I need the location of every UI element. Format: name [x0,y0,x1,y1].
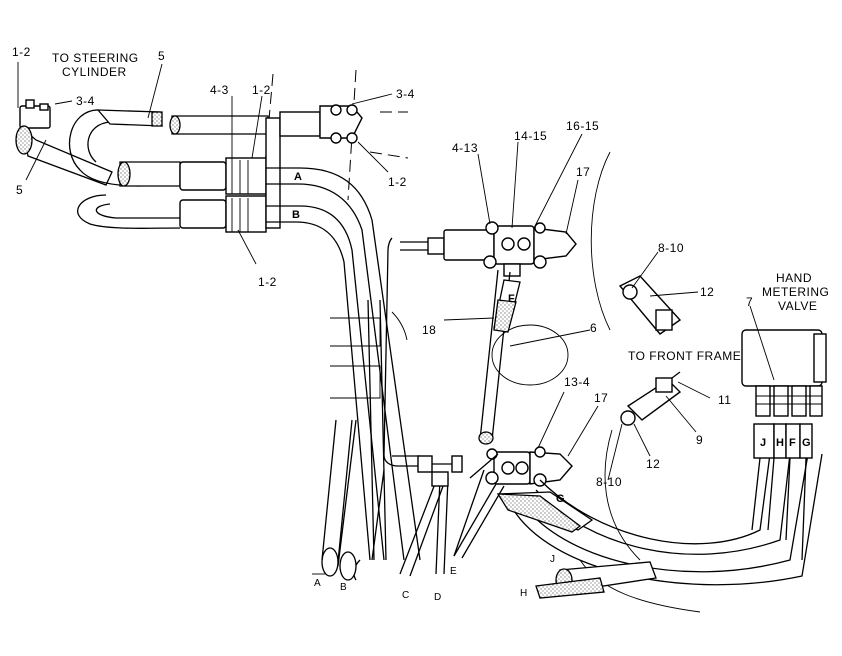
callout-c7: 3-4 [396,87,415,101]
hoses-g-j-h [496,453,823,599]
hmv-letter-f: F [789,437,796,449]
callout-c11: 14-15 [514,129,547,143]
steering-hose-loops [68,109,269,229]
steering-note-line1: TO STEERING [52,51,139,65]
line-end-h: H [520,588,527,599]
callout-c9: 1-2 [258,275,277,289]
callout-c12: 16-15 [566,119,599,133]
main-lines-a-b [266,167,421,581]
steering-note-line2: CYLINDER [62,65,127,79]
callout-c14: 8-10 [658,241,684,255]
callout-c19: 13-4 [564,375,590,389]
upper-valve [443,221,577,277]
line-end-b: B [340,582,347,593]
lines-c-d-e [399,453,505,577]
line-end-c: C [402,590,409,601]
callout-c23: 12 [646,457,660,471]
callout-c2: 5 [158,49,165,63]
callout-c21: 11 [718,393,731,407]
hmv-note-line2: METERING [762,285,829,299]
callout-c20: 17 [594,391,608,405]
frame-outline [261,69,701,613]
callout-c17: 18 [422,323,436,337]
lower-valve [485,446,573,487]
hose-f [478,269,521,445]
callout-c4: 5 [16,183,23,197]
coupling-blocks [179,104,363,233]
callout-c24: 8-10 [596,475,622,489]
callout-c18: 6 [590,321,597,335]
hose-letter-g: G [556,493,565,505]
steering-elbow-fitting [15,99,113,186]
callout-c22: 9 [696,433,703,447]
hmv-note-line3: VALVE [778,299,817,313]
hmv-letter-j: J [760,437,766,449]
hose-letter-f: F [508,293,515,305]
upper-clamp [618,275,682,335]
hmv-note-line1: HAND [776,271,812,285]
hmv-letter-g: G [802,437,811,449]
callout-c1: 1-2 [12,45,31,59]
callout-c6: 1-2 [252,83,271,97]
hose-letter-b: B [292,209,300,221]
hmv-letter-h: H [776,437,784,449]
tube-18 [383,237,463,473]
line-end-j: J [550,554,555,565]
callout-c8: 1-2 [388,175,407,189]
line-end-e: E [450,566,457,577]
callout-c10: 4-13 [452,141,478,155]
line-end-d: D [434,592,441,603]
callout-c5: 4-3 [210,83,229,97]
line-end-a: A [314,578,321,589]
front-frame-note: TO FRONT FRAME [628,349,741,363]
lower-clamp [620,371,682,426]
callout-c16: 7 [746,295,753,309]
callout-c3: 3-4 [76,94,95,108]
callout-c13: 17 [576,165,590,179]
hand-metering-valve [741,329,827,561]
callout-c15: 12 [700,285,714,299]
hose-letter-a: A [294,171,302,183]
leader-lines [17,62,775,575]
frame-opening [491,324,569,386]
